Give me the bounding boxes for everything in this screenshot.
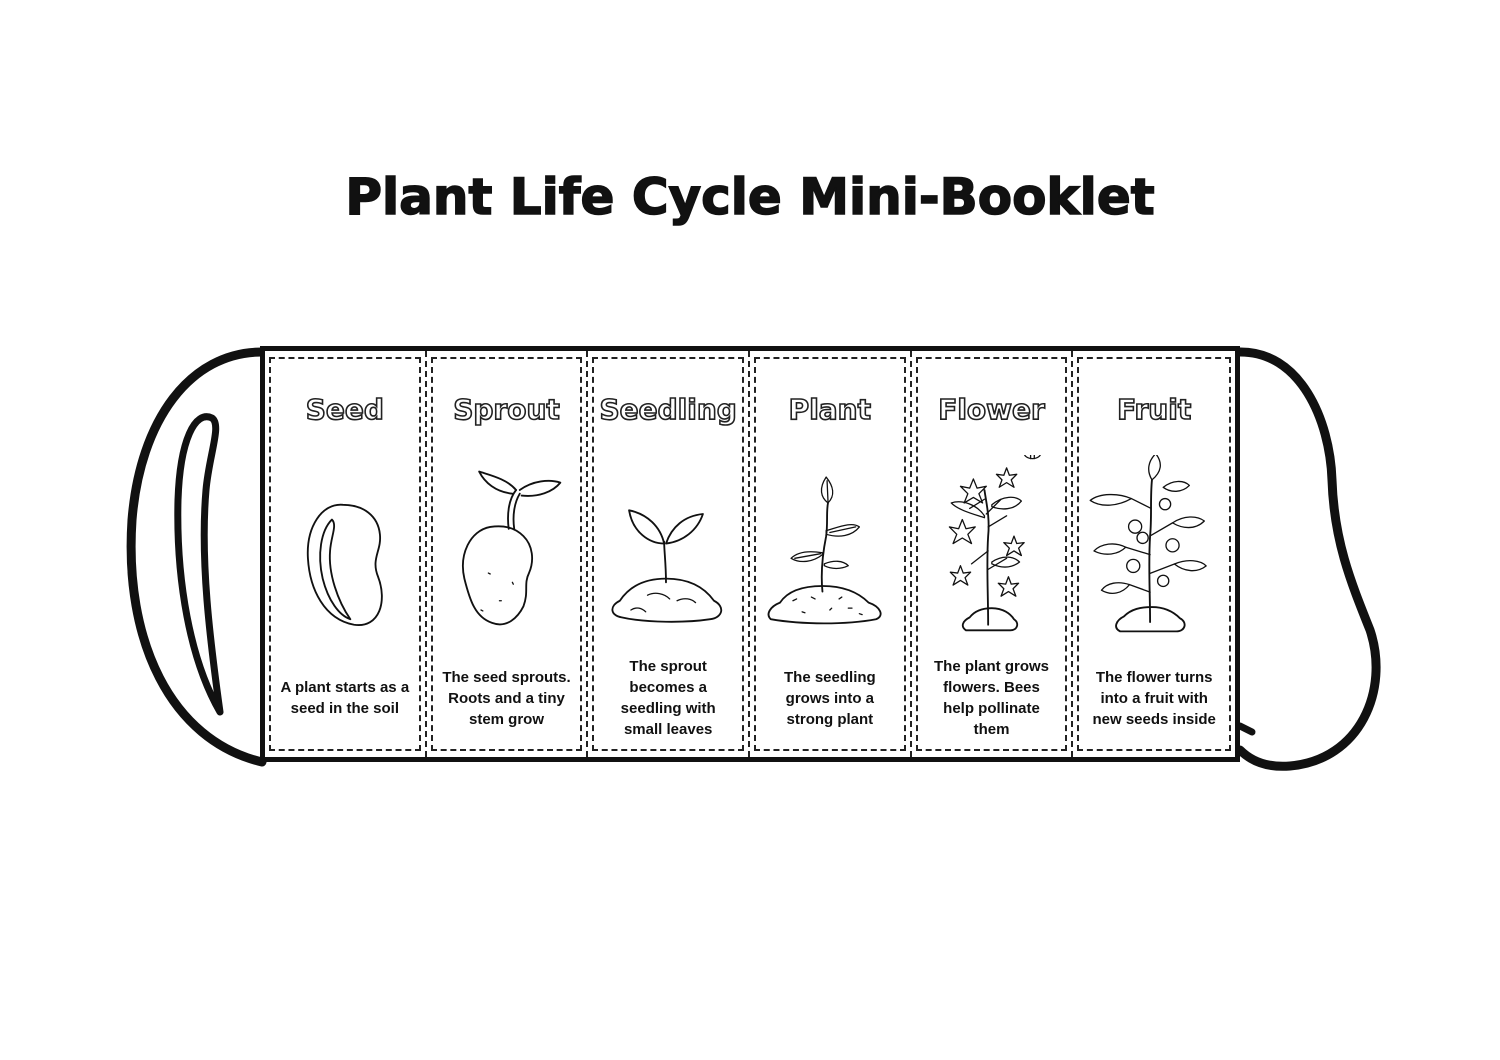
panel-description: The seedling grows into a strong plant	[784, 668, 876, 728]
panel-heading: Flower	[937, 392, 1045, 427]
panel-heading: Sprout	[452, 392, 560, 427]
panel-heading: Seed	[305, 392, 385, 427]
booklet-panel-seedling: Seedling The sprout becomes a seedling w…	[588, 351, 751, 757]
booklet-panel-sprout: Sprout The seed sprouts. Roots and a tin…	[427, 351, 589, 757]
panel-description: The seed sprouts. Roots and a tiny stem …	[442, 668, 571, 728]
panel-heading: Fruit	[1116, 392, 1192, 427]
panel-description: A plant starts as a seed in the soil	[280, 679, 410, 717]
booklet-strip: Seed A plant starts as a seed in the soi…	[260, 346, 1240, 762]
panel-description: The flower turns into a fruit with new s…	[1092, 668, 1216, 728]
bean-seed-icon	[306, 503, 383, 626]
panel-description: The sprout becomes a seedling with small…	[620, 658, 716, 738]
booklet-panel-seed: Seed A plant starts as a seed in the soi…	[265, 351, 427, 757]
seedling-icon	[611, 509, 723, 623]
panel-heading: Seedling	[599, 392, 738, 427]
sprouting-seed-icon	[461, 470, 561, 626]
flowering-plant-icon	[948, 455, 1041, 632]
young-plant-icon	[767, 476, 882, 625]
panel-heading: Plant	[788, 392, 872, 427]
panel-description: The plant grows flowers. Bees help polli…	[934, 658, 1050, 738]
bee-icon	[1023, 455, 1041, 460]
booklet-panel-plant: Plant The seedling grows into a strong p…	[750, 351, 912, 757]
booklet-panel-fruit: Fruit The flower t	[1073, 351, 1235, 757]
page-title: Plant Life Cycle Mini-Booklet	[345, 167, 1156, 227]
fruiting-plant-icon	[1089, 455, 1208, 633]
booklet-panel-flower: Flower	[912, 351, 1074, 757]
